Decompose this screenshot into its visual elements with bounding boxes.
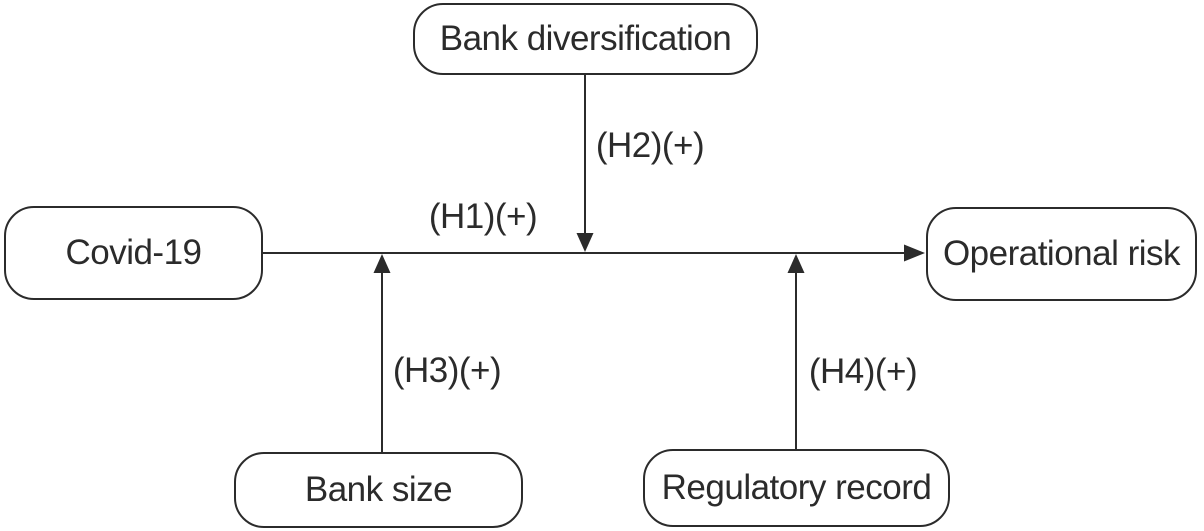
edge-h1-arrowhead-right-icon: [904, 244, 925, 262]
edge-h2-arrow: [576, 75, 594, 252]
edge-h3-arrow: [373, 254, 391, 452]
edge-label-h3: (H3)(+): [392, 351, 502, 390]
node-bank-diversification: Bank diversification: [413, 3, 758, 75]
edge-h3-arrowhead-up-icon: [373, 254, 391, 273]
node-covid19: Covid-19: [4, 206, 263, 300]
edge-h2-arrowhead-down-icon: [576, 233, 594, 252]
node-operational-risk: Operational risk: [926, 207, 1197, 301]
node-regulatory-record: Regulatory record: [643, 449, 950, 527]
node-bank-size: Bank size: [234, 452, 523, 528]
edge-h1-arrow: [263, 244, 925, 262]
edge-label-h4: (H4)(+): [808, 352, 918, 391]
edge-label-h2: (H2)(+): [595, 126, 705, 165]
edge-h4-arrow: [787, 254, 805, 449]
edge-label-h1: (H1)(+): [428, 197, 538, 236]
edge-h4-arrowhead-up-icon: [787, 254, 805, 273]
